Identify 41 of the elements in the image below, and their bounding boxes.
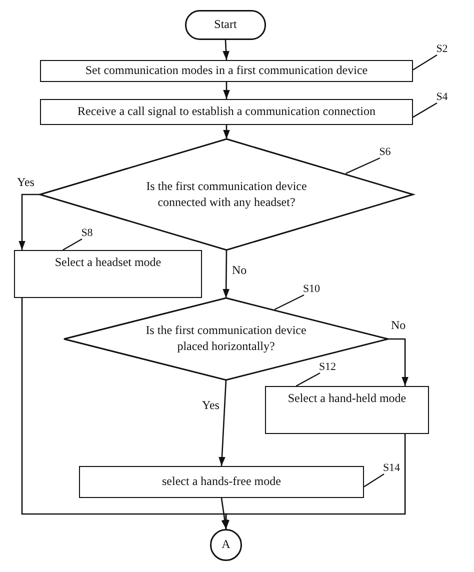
step-number: S8: [81, 228, 93, 238]
arrow: [223, 125, 230, 139]
edge-label: No: [390, 319, 407, 332]
step-text: Select a hand-held mode: [288, 391, 406, 407]
arrow: [223, 82, 230, 99]
arrow: [18, 194, 40, 250]
leader-line: [62, 238, 82, 251]
process-box: [14, 250, 202, 298]
step-text: Receive a call signal to establish a communication connection: [78, 104, 376, 120]
leader-line: [412, 102, 438, 118]
step-text: Start: [214, 17, 237, 33]
process-box: [79, 466, 364, 498]
step-number: S10: [302, 284, 320, 294]
edge-label: Yes: [16, 176, 36, 190]
leader-line: [412, 54, 438, 70]
step-text: Is the first communication device connected with any headset?: [145, 178, 308, 210]
step-number: S2: [436, 44, 448, 54]
step-text: A: [222, 537, 230, 553]
arrow: [388, 338, 408, 386]
step-text: select a hands-free mode: [162, 474, 281, 490]
leader-line: [274, 294, 304, 310]
step-number: S4: [436, 92, 448, 102]
leader-line: [346, 157, 380, 174]
step-text: Select a headset mode: [54, 255, 162, 271]
step-text: Set communication modes in a first communication device: [85, 63, 368, 79]
arrow: [222, 250, 230, 298]
leader-line: [364, 474, 384, 488]
step-number: S12: [318, 362, 336, 372]
arrow: [220, 498, 228, 530]
edge-label: Yes: [201, 399, 220, 412]
arrow: [222, 40, 230, 60]
arrow: [222, 434, 406, 529]
process-box: [40, 99, 413, 125]
arrow: [218, 380, 227, 466]
step-number: S6: [379, 146, 391, 158]
step-number: S14: [382, 462, 400, 474]
step-text: Is the first communication device placed horizontally?: [144, 323, 308, 355]
leader-line: [296, 372, 320, 387]
process-box: [40, 60, 413, 82]
process-box: [265, 386, 429, 434]
edge-label: No: [231, 264, 248, 278]
